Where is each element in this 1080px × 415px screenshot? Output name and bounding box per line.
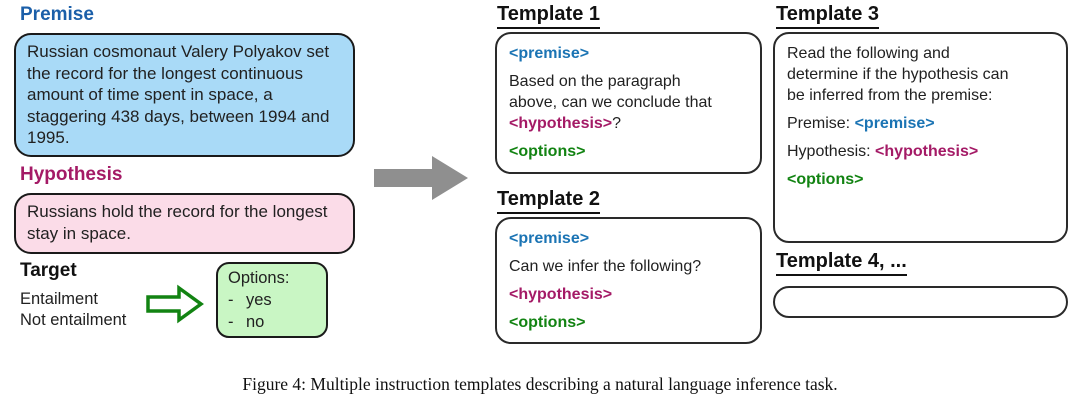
hypothesis-text: Russians hold the record for the longest… <box>27 202 328 243</box>
template-3-premise-line: Premise: <premise> <box>787 113 1054 134</box>
options-item-label: yes <box>246 291 272 309</box>
template-2-hypothesis-line: <hypothesis> <box>509 284 748 305</box>
template-1-title: Template 1 <box>497 2 600 29</box>
template-3-intro-line: Read the following and determine if the … <box>787 43 1023 106</box>
template-2-options-line: <options> <box>509 312 748 333</box>
hypothesis-box: Russians hold the record for the longest… <box>14 193 355 254</box>
template-4-box <box>773 286 1068 318</box>
template-2-box: <premise> Can we infer the following? <h… <box>495 217 762 344</box>
green-arrow-icon <box>146 284 204 324</box>
target-options-box: Options: -yes -no <box>216 262 328 338</box>
premise-label: Premise <box>20 4 94 25</box>
template-4-title: Template 4, ... <box>776 249 907 276</box>
question-text: Can we infer the following? <box>509 258 702 275</box>
target-label: Target <box>20 260 77 281</box>
hypothesis-tag: <hypothesis> <box>875 143 979 160</box>
intro-text: Read the following and determine if the … <box>787 45 1009 104</box>
options-tag: <options> <box>509 143 586 160</box>
figure-caption: Figure 4: Multiple instruction templates… <box>242 374 838 394</box>
premise-text: Russian cosmonaut Valery Polyakov set th… <box>27 42 330 147</box>
dash-bullet: - <box>228 313 234 331</box>
question-text: Based on the paragraph above, can we con… <box>509 73 712 111</box>
options-item-label: no <box>246 313 265 331</box>
premise-box: Russian cosmonaut Valery Polyakov set th… <box>14 33 355 157</box>
dash-bullet: - <box>228 291 234 309</box>
premise-field-label: Premise: <box>787 115 855 132</box>
premise-tag: <premise> <box>509 230 590 247</box>
template-3-box: Read the following and determine if the … <box>773 32 1068 243</box>
template-2-premise-line: <premise> <box>509 228 748 249</box>
hypothesis-field-label: Hypothesis: <box>787 143 876 160</box>
template-1-question-line: Based on the paragraph above, can we con… <box>509 71 723 134</box>
template-3-title: Template 3 <box>776 2 879 29</box>
premise-tag: <premise> <box>509 45 590 62</box>
template-1-options-line: <options> <box>509 141 748 162</box>
hypothesis-label: Hypothesis <box>20 164 123 185</box>
template-2-question-line: Can we infer the following? <box>509 256 748 277</box>
template-1-box: <premise> Based on the paragraph above, … <box>495 32 762 174</box>
template-2-title: Template 2 <box>497 187 600 214</box>
template-3-hypothesis-line: Hypothesis: <hypothesis> <box>787 141 1054 162</box>
options-box-title: Options: <box>228 269 290 287</box>
template-1-premise-line: <premise> <box>509 43 748 64</box>
options-tag: <options> <box>509 314 586 331</box>
target-option-entailment: Entailment <box>20 290 98 308</box>
options-tag: <options> <box>787 171 864 188</box>
question-suffix: ? <box>612 115 622 132</box>
hypothesis-tag: <hypothesis> <box>509 115 613 132</box>
options-box-item-yes: -yes <box>228 289 316 311</box>
gray-arrow-icon <box>374 154 470 202</box>
premise-tag: <premise> <box>854 115 935 132</box>
options-box-item-no: -no <box>228 311 316 333</box>
template-3-options-line: <options> <box>787 169 1054 190</box>
hypothesis-tag: <hypothesis> <box>509 286 613 303</box>
target-option-not-entailment: Not entailment <box>20 311 127 329</box>
